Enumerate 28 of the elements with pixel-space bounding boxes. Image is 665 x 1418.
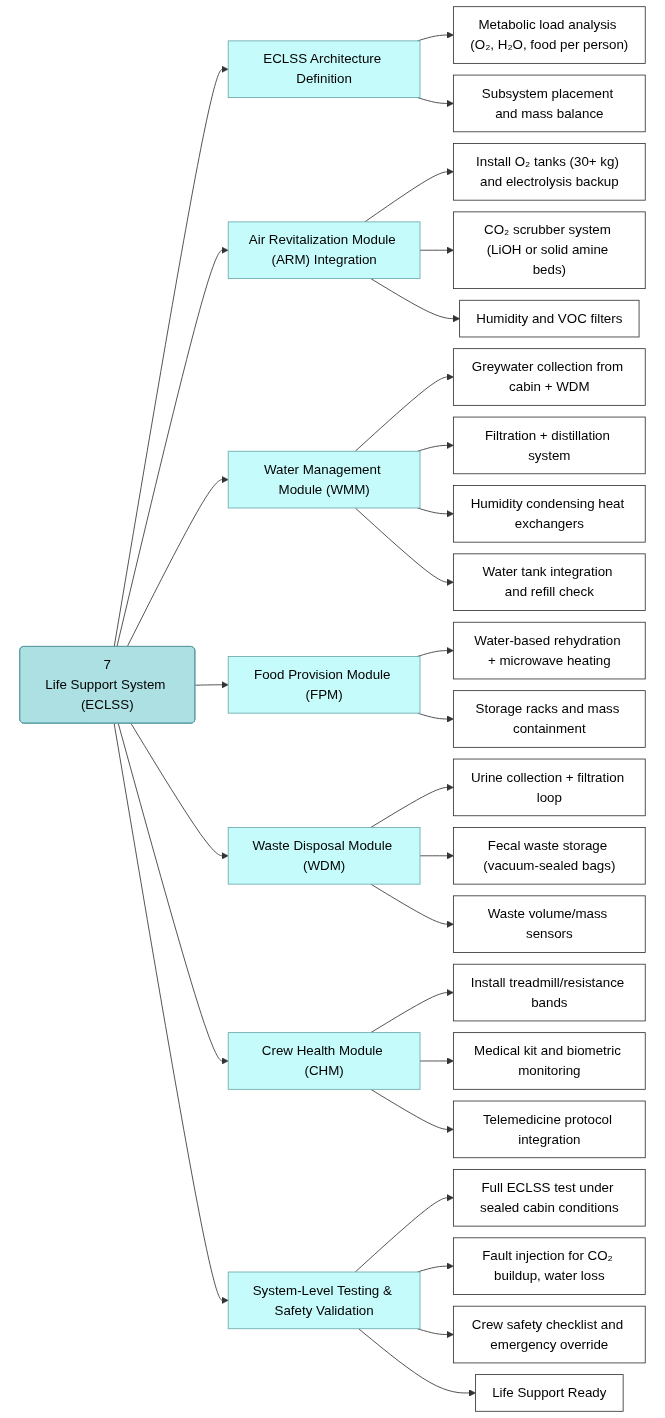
node-box: Air Revitalization Module (ARM) Integration — [227, 221, 421, 279]
node-box: Waste Disposal Module (WDM) — [227, 827, 421, 885]
node-box: Water-based rehydration + microwave heating — [453, 621, 646, 680]
node-box: ECLSS Architecture Definition — [227, 40, 421, 98]
node-box: System-Level Testing & Safety Validation — [227, 1271, 421, 1330]
node-box: Medical kit and biometric monitoring — [453, 1032, 646, 1090]
node-box: Subsystem placement and mass balance — [453, 74, 646, 133]
node-box: Greywater collection from cabin + WDM — [453, 348, 646, 406]
node-box: Metabolic load analysis (O₂, H₂O, food per person) — [453, 6, 646, 64]
node-box: Install treadmill/resistance bands — [453, 963, 646, 1022]
node-box: Storage racks and mass containment — [453, 690, 646, 748]
node-box: Install O₂ tanks (30+ kg) and electrolysis backup — [453, 143, 646, 201]
node-box: Humidity condensing heat exchangers — [453, 485, 646, 543]
node-box: Fecal waste storage (vacuum-sealed bags) — [453, 827, 646, 885]
node-box: CO₂ scrubber system (LiOH or solid amine beds) — [453, 211, 646, 289]
node-box: Urine collection + filtration loop — [453, 758, 646, 817]
node-box: Water Management Module (WMM) — [227, 450, 421, 509]
node-box: Full ECLSS test under sealed cabin conditions — [453, 1169, 646, 1227]
node-box: Food Provision Module (FPM) — [227, 656, 421, 714]
node-box: Fault injection for CO₂ buildup, water loss — [453, 1237, 646, 1295]
node-box: Filtration + distillation system — [453, 416, 646, 475]
node-box: Crew Health Module (CHM) — [227, 1032, 421, 1090]
node-box: Water tank integration and refill check — [453, 553, 646, 611]
node-box: Humidity and VOC filters — [459, 299, 640, 338]
node-box: Waste volume/mass sensors — [453, 895, 646, 953]
node-box: Telemedicine protocol integration — [453, 1100, 646, 1159]
node-box: Life Support Ready — [475, 1374, 624, 1412]
node-box: Crew safety checklist and emergency override — [453, 1305, 646, 1364]
